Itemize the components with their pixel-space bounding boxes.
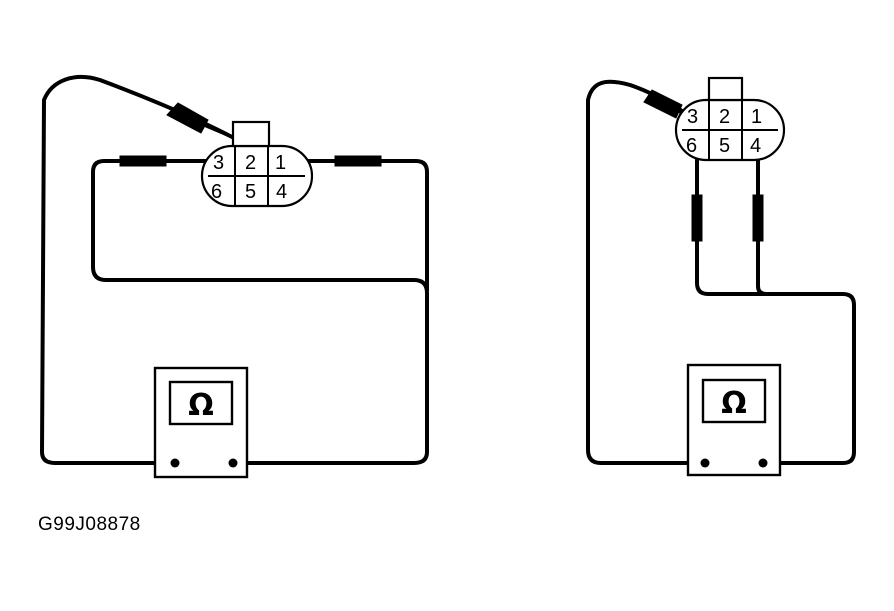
- right-ohmmeter-terminal-neg: [700, 458, 710, 468]
- left-pin-4: 4: [276, 181, 287, 203]
- left-ohmmeter: Ω: [153, 366, 249, 479]
- left-ohmmeter-terminal-pos: [228, 458, 238, 468]
- left-connector: 3 2 1 6 5 4: [200, 120, 314, 208]
- right-pin-4: 4: [750, 135, 761, 157]
- left-diagonal-probe: [166, 102, 209, 134]
- left-pin-6: 6: [211, 181, 222, 203]
- right-pin6-lead-wire: [695, 158, 856, 465]
- right-ohm-symbol: Ω: [721, 386, 747, 421]
- right-pin-2: 2: [719, 106, 730, 128]
- right-diagonal-probe: [643, 89, 683, 119]
- right-pin-1: 1: [751, 106, 762, 128]
- left-pin-1: 1: [275, 152, 286, 174]
- left-pin-5: 5: [245, 181, 256, 203]
- right-pin-6: 6: [686, 135, 697, 157]
- left-pin1-probe: [334, 155, 382, 167]
- figure-code-label: G99J08878: [38, 514, 141, 535]
- left-pin-2: 2: [245, 152, 256, 174]
- left-ohmmeter-terminal-neg: [170, 458, 180, 468]
- right-pin4-probe: [752, 194, 764, 242]
- right-pin4-lead-wire: [756, 158, 768, 296]
- left-pin1-lead-wire: [293, 159, 429, 292]
- left-inner-loop-wire: [91, 159, 429, 465]
- right-ohmmeter: Ω: [686, 363, 782, 477]
- left-ohmmeter-display: [168, 380, 234, 426]
- right-pin-5: 5: [719, 135, 730, 157]
- right-pin6-probe: [691, 194, 703, 242]
- right-connector: 3 2 1 6 5 4: [674, 76, 786, 162]
- right-pin-3: 3: [687, 106, 698, 128]
- left-pin-3: 3: [213, 152, 224, 174]
- left-test-view: 3 2 1 6 5 4 Ω: [40, 74, 429, 479]
- left-pin3-probe: [119, 155, 167, 167]
- left-ohm-symbol: Ω: [188, 388, 214, 423]
- right-ohmmeter-display: [701, 378, 767, 424]
- right-test-view: 3 2 1 6 5 4 Ω: [586, 76, 856, 477]
- right-ohmmeter-terminal-pos: [758, 458, 768, 468]
